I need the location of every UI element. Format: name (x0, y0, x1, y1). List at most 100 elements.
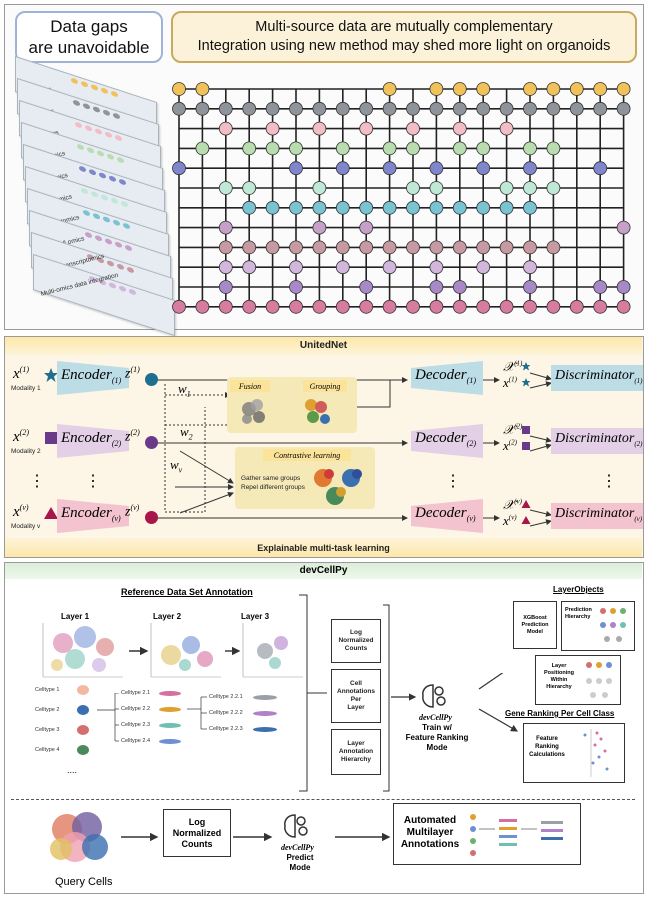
orig-x-1: x(2) (503, 438, 517, 453)
grid-node (218, 299, 233, 314)
grid-node (218, 181, 233, 195)
grid-node (499, 299, 514, 314)
encoder-label-2: Encoder(v) (61, 505, 121, 523)
discriminator-label-0: Discriminator(1) (555, 368, 643, 385)
gene-rank-title: Gene Ranking Per Cell Class (505, 709, 615, 718)
grid-node (523, 161, 537, 176)
grid-node (242, 200, 257, 215)
grid-node (382, 101, 397, 116)
automated-box (393, 803, 581, 865)
predict-brain-icon (284, 814, 308, 838)
weight-2: w2 (180, 424, 193, 442)
celltype-1-dot (77, 685, 89, 695)
celltype-3-label: Celltype 2.2.1 (209, 694, 243, 700)
celltype-more: .... (67, 765, 78, 775)
layer-1-scatter (42, 623, 123, 678)
grid-node (218, 101, 233, 116)
discriminator-label-1: Discriminator(2) (555, 431, 643, 448)
devcellpy-title: devCellPy (299, 565, 348, 576)
grid-node (429, 161, 444, 176)
celltype-1-label: Celltype 2 (35, 707, 60, 713)
data-gaps-box: Data gaps are unavoidable (15, 11, 163, 63)
grid-node (359, 101, 374, 116)
grid-node (289, 260, 303, 275)
latent-dot-0 (145, 373, 158, 386)
grid-node (335, 161, 350, 176)
latent-z-2: z(v) (125, 503, 140, 520)
encoder-label-1: Encoder(2) (61, 430, 122, 448)
grid-node (406, 141, 420, 156)
modality-triangle-icon (44, 507, 58, 519)
grid-node (429, 260, 444, 275)
grid-node (452, 141, 467, 156)
ref-title: Reference Data Set Annotation (121, 587, 253, 597)
query-cells-icon (50, 812, 108, 862)
encoder-shape-2 (57, 499, 129, 533)
input-x-2: x(v) (13, 503, 29, 520)
xgb-box: XGBoost Prediction Model (513, 601, 557, 649)
grid-node (499, 121, 514, 136)
grid-node (382, 240, 397, 255)
grid-node (406, 299, 420, 314)
grid-node (616, 220, 631, 235)
weight-1: w1 (178, 381, 191, 399)
grid-node (312, 101, 327, 116)
grid-node (218, 220, 233, 235)
grid-node (523, 260, 537, 275)
layer-scatter-plots (42, 623, 303, 678)
discriminator-label-2: Discriminator(v) (555, 506, 643, 523)
discriminator-bg-1 (551, 428, 643, 454)
celltype-3-shape (253, 711, 277, 716)
discriminator-bg-0 (551, 365, 643, 391)
omics-panel: Data gaps are unavoidable Multi-source d… (4, 4, 644, 337)
dashed-separator (11, 799, 635, 800)
grid-node (429, 299, 444, 314)
layer-2-label: Layer 2 (153, 612, 182, 621)
celltype-2-shape (159, 739, 181, 744)
grid-node (382, 299, 397, 314)
feature-rank-icon (583, 729, 609, 777)
input-x-0: x(1) (13, 365, 29, 382)
grid-node (546, 101, 561, 116)
grid-node (289, 101, 303, 116)
weight-v: wv (170, 457, 183, 475)
orig-x-2: x(v) (503, 513, 517, 528)
celltype-1-label: Celltype 3 (35, 727, 60, 733)
input-layer-hierarchy: Layer Annotation Hierarchy (331, 729, 381, 775)
grid-node (359, 280, 374, 294)
automated-label: Automated Multilayer Annotations (400, 815, 460, 850)
unitednet-footer-bar (5, 538, 642, 557)
grid-node (523, 141, 537, 156)
grid-node (265, 299, 280, 314)
grid-node (218, 280, 233, 294)
grid-node (476, 200, 491, 215)
pred-hier-box (561, 601, 635, 651)
recon-x-0: 𝒳(1) (503, 359, 523, 374)
grid-node (429, 101, 444, 116)
grid-node (289, 280, 303, 294)
celltype-3-shape (253, 727, 277, 732)
grid-node (382, 82, 397, 96)
grid-node (242, 181, 257, 195)
modality-label-2: Modality v (11, 523, 41, 530)
grid-node (265, 121, 280, 136)
grid-node (289, 299, 303, 314)
grid-node (265, 200, 280, 215)
grid-node (382, 141, 397, 156)
celltype-2-label: Celltype 2.4 (121, 738, 151, 744)
grouping-cluster-icon (305, 399, 330, 424)
train-name: devCellPy (419, 713, 452, 722)
contrastive-label: Contrastive learning (263, 449, 351, 461)
query-counts-box: Log Normalized Counts (163, 809, 231, 857)
predict-text: Predict Mode (286, 853, 314, 872)
grid-node (406, 181, 420, 195)
ellipsis-encoder: ⋮ (85, 473, 101, 490)
grid-node (265, 240, 280, 255)
grid-node (312, 220, 327, 235)
latent-dot-2 (145, 511, 158, 524)
ellipsis-x: ⋮ (29, 473, 45, 490)
grid-node (452, 121, 467, 136)
grid-node (289, 161, 303, 176)
predict-name: devCellPy (281, 843, 314, 852)
unitednet-footer: Explainable multi-task learning (257, 543, 390, 553)
